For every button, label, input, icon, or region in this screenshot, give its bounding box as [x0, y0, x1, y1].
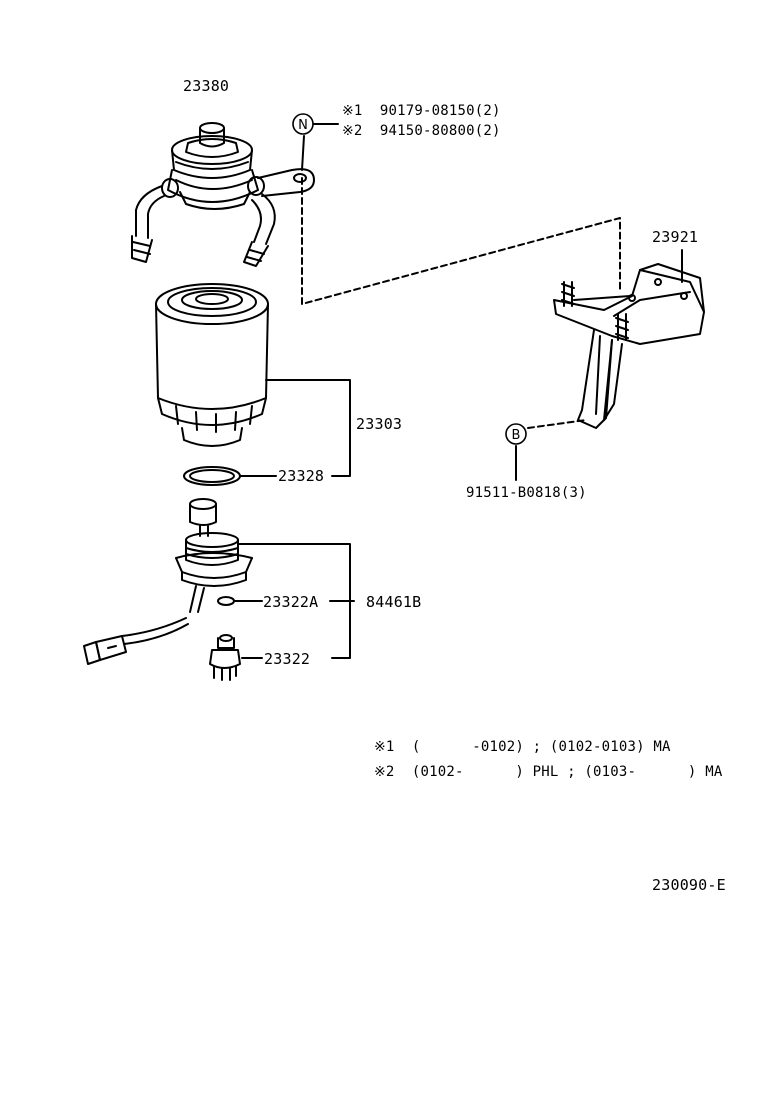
- b-marker: B: [512, 428, 521, 443]
- label-84461B: 84461B: [366, 593, 422, 611]
- filter-element-23303: [155, 283, 269, 447]
- sensor-switch-23322: [209, 634, 241, 681]
- label-23328: 23328: [278, 467, 325, 485]
- bracket-stud-link: [573, 295, 631, 301]
- warning-switch-84461B: [83, 498, 253, 665]
- n-leader-to-ear: [301, 135, 305, 171]
- callout-n-line1: ※1 90179-08150(2): [342, 103, 501, 119]
- n-marker: N: [298, 118, 308, 133]
- label-23921: 23921: [652, 228, 699, 246]
- note-line1: ※1 ( -0102) ; (0102-0103) MA: [374, 739, 671, 755]
- bracket-23303: [265, 379, 351, 477]
- label-23380: 23380: [183, 77, 230, 95]
- b-dashed-link: [527, 419, 587, 429]
- label-23303: 23303: [356, 415, 403, 433]
- n-dashed-link: [301, 177, 621, 305]
- note-line2: ※2 (0102- ) PHL ; (0103- ) MA: [374, 764, 723, 780]
- filter-head-23380: [131, 122, 315, 267]
- label-23322A: 23322A: [263, 593, 319, 611]
- bracket-23921: [553, 263, 705, 429]
- label-23322: 23322: [264, 650, 311, 668]
- callout-n-line2: ※2 94150-80800(2): [342, 123, 501, 139]
- b-marker-circle: [505, 423, 527, 445]
- o-ring-23322A: [217, 596, 235, 606]
- n-marker-circle: [292, 113, 314, 135]
- figure-code: 230090-E: [652, 876, 726, 894]
- callout-b-line: 91511-B0818(3): [466, 485, 587, 501]
